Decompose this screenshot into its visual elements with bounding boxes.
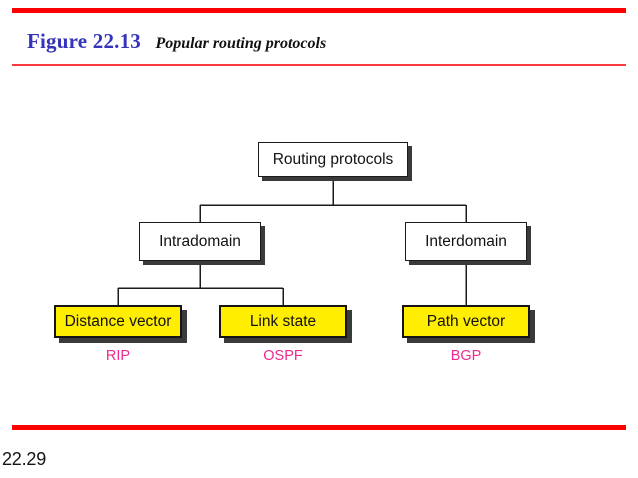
node-interdomain[interactable]: Interdomain xyxy=(405,222,527,261)
node-path-vector-label: Path vector xyxy=(426,312,506,330)
figure-number: Figure 22.13 xyxy=(27,29,142,53)
node-link-state[interactable]: Link state xyxy=(219,305,347,338)
node-distance-vector[interactable]: Distance vector xyxy=(54,305,182,338)
header-rule-top xyxy=(12,8,626,13)
node-routing-protocols-label: Routing protocols xyxy=(272,150,394,168)
header-rule-under-title xyxy=(12,64,626,66)
node-intradomain-label: Intradomain xyxy=(159,232,241,250)
node-intradomain[interactable]: Intradomain xyxy=(139,222,261,261)
figure-title: Figure 22.13 Popular routing protocols xyxy=(27,29,326,54)
node-link-state-label: Link state xyxy=(249,312,317,330)
protocol-caption-rip: RIP xyxy=(105,348,131,364)
node-path-vector[interactable]: Path vector xyxy=(402,305,530,338)
footer-rule xyxy=(12,425,626,430)
protocol-caption-ospf: OSPF xyxy=(263,348,303,364)
node-routing-protocols[interactable]: Routing protocols xyxy=(258,142,408,177)
page-number: 22.29 xyxy=(2,449,47,469)
figure-caption: Popular routing protocols xyxy=(155,35,327,52)
node-interdomain-label: Interdomain xyxy=(425,232,507,250)
node-distance-vector-label: Distance vector xyxy=(64,312,172,330)
protocol-caption-bgp: BGP xyxy=(450,348,482,364)
